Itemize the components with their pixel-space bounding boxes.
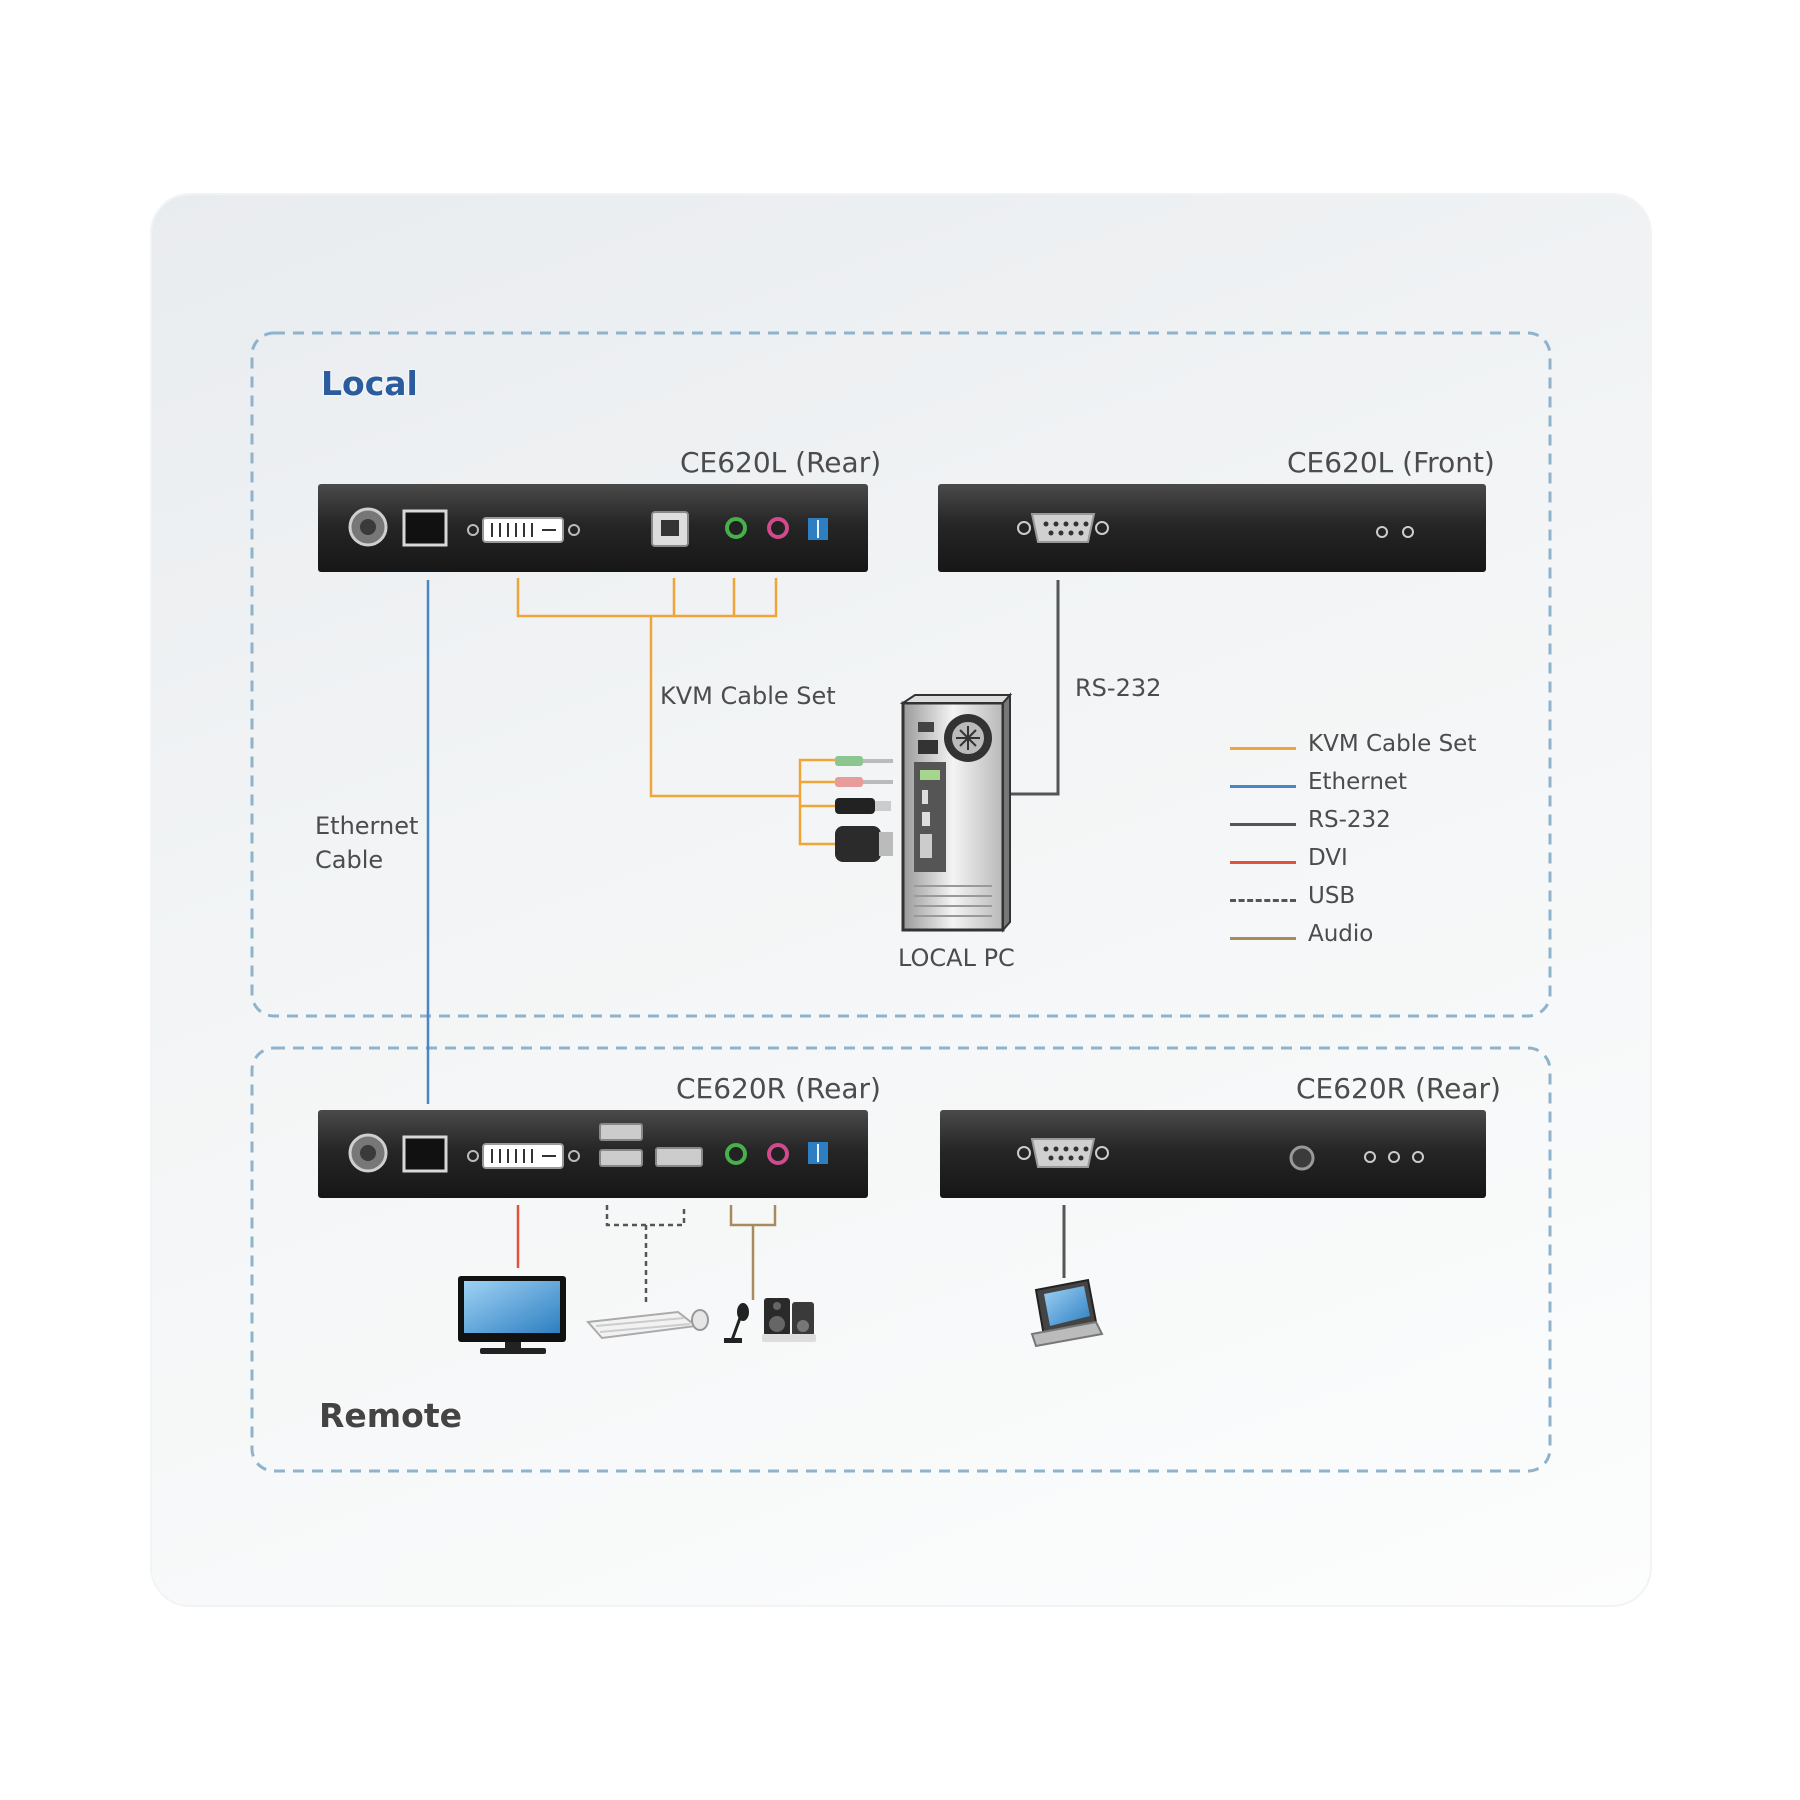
legend-swatch-usb	[1230, 899, 1296, 902]
ce620l-front-device	[938, 484, 1486, 572]
local-pc-label: LOCAL PC	[898, 944, 1015, 972]
usb-cable	[605, 1205, 686, 1305]
legend-label-usb: USB	[1308, 883, 1356, 909]
audio-cable	[729, 1205, 777, 1300]
kvm-cable-set	[516, 578, 835, 846]
touch-panel-icon	[1030, 1278, 1104, 1348]
ethernet-cable-label-line2: Cable	[315, 846, 384, 874]
rs232-label: RS-232	[1075, 674, 1162, 702]
mic-speakers-icon	[724, 1298, 816, 1343]
ce620r-rear-label-right: CE620R (Rear)	[1296, 1072, 1501, 1105]
legend-label-rs232: RS-232	[1308, 807, 1391, 833]
ce620l-front-label: CE620L (Front)	[1287, 446, 1495, 479]
ce620l-rear-label: CE620L (Rear)	[680, 446, 882, 479]
legend-swatch-rs232	[1230, 823, 1296, 826]
legend-swatch-ethernet	[1230, 785, 1296, 788]
legend-label-ethernet: Ethernet	[1308, 769, 1408, 795]
monitor-icon	[458, 1276, 566, 1354]
ce620r-rear-device-right	[940, 1110, 1486, 1198]
legend-label-kvm: KVM Cable Set	[1308, 731, 1477, 757]
ce620l-rear-device	[318, 484, 868, 572]
legend-swatch-dvi	[1230, 861, 1296, 864]
legend-label-dvi: DVI	[1308, 845, 1348, 871]
local-zone-title: Local	[321, 364, 418, 403]
rs232-cable-local	[1003, 580, 1060, 796]
local-zone	[250, 331, 1552, 1018]
local-pc-icon	[899, 692, 1013, 933]
keyboard-mouse-icon	[585, 1309, 709, 1340]
remote-zone-title: Remote	[319, 1396, 463, 1435]
remote-zone	[250, 1046, 1552, 1473]
legend-swatch-audio	[1230, 937, 1296, 940]
legend-swatch-kvm	[1230, 747, 1296, 750]
ethernet-cable-label-line1: Ethernet	[315, 812, 419, 840]
kvm-cable-set-label: KVM Cable Set	[660, 682, 836, 710]
diagram-card	[152, 195, 1650, 1605]
kvm-connectors	[835, 756, 893, 862]
legend-label-audio: Audio	[1308, 921, 1374, 947]
ce620r-rear-label-left: CE620R (Rear)	[676, 1072, 881, 1105]
ce620r-rear-device-left	[318, 1110, 868, 1198]
